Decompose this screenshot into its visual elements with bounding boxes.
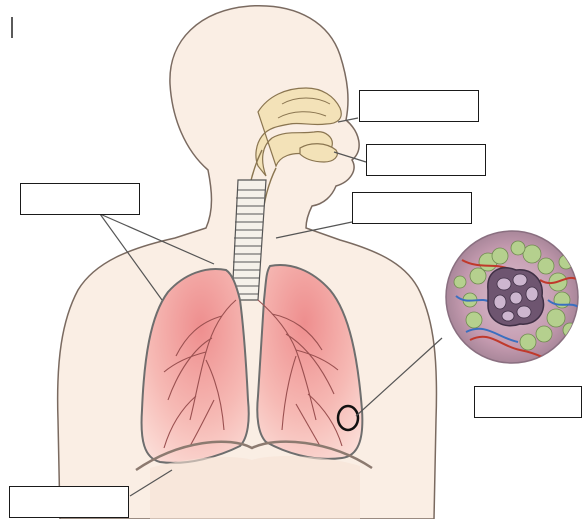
alveoli-magnified [446,231,580,368]
label-box-mouth[interactable] [366,144,486,176]
abdomen-shade [150,456,360,519]
label-box-lungs[interactable] [20,183,140,215]
label-box-nasal-cavity[interactable] [359,90,479,122]
label-box-alveoli[interactable] [474,386,582,418]
label-box-trachea[interactable] [352,192,472,224]
label-box-diaphragm[interactable] [9,486,129,518]
